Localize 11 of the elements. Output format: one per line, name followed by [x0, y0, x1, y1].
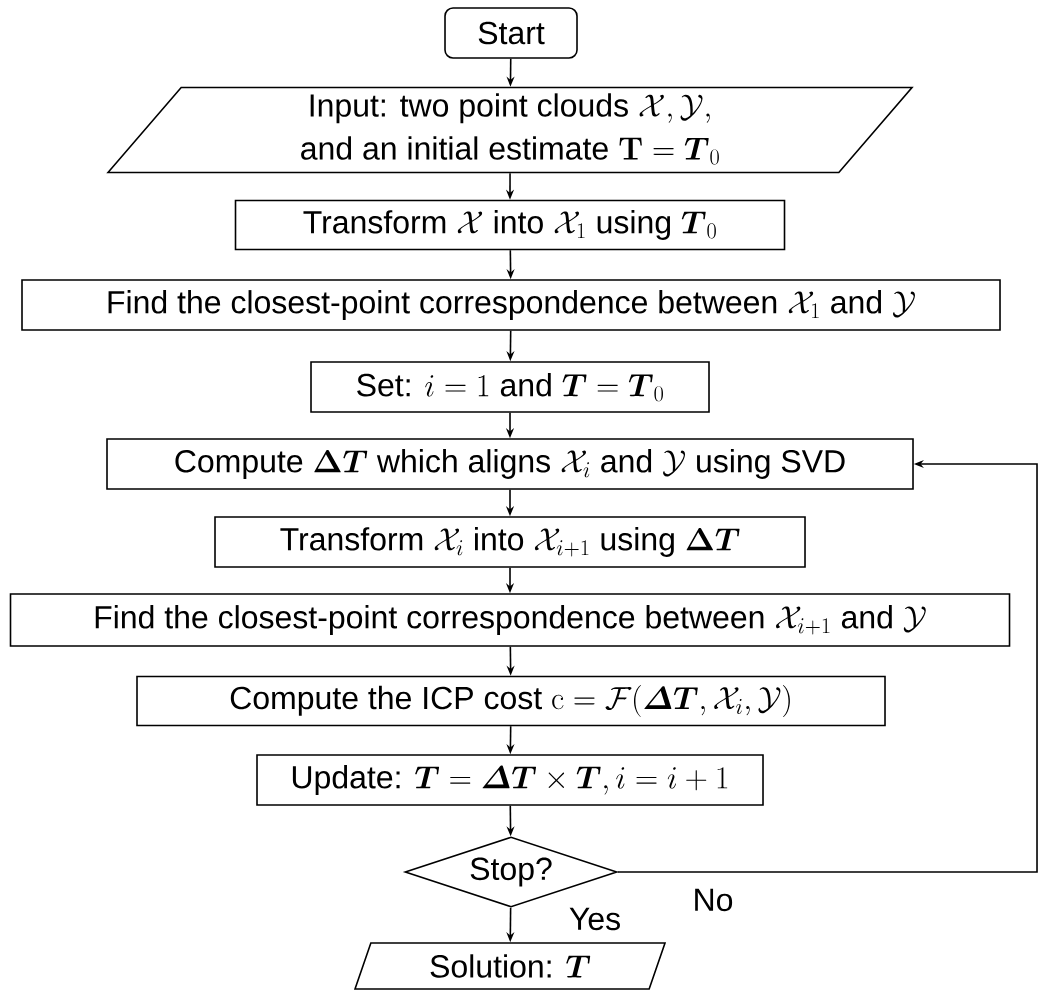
process-box: $\text{Find the closest-point correspondence between } \mathcal{X}_1 \text{ and } \mathcal{Y}$	[21, 279, 1001, 331]
process-box: $\text{Compute } \mathbf{\Delta}\boldsymbol{T} \text{ which aligns } \mathcal{X}_i \text{ and } \mathcal{Y} \text{ using SVD}$	[106, 438, 914, 490]
edge-label: No	[690, 886, 736, 914]
process-box: $\text{Update: } \boldsymbol{T} = \boldsymbol{\varDelta T} \times \boldsymbol{T}, i = i + 1$	[256, 754, 764, 806]
process-box: $\text{Compute the ICP cost } \mathrm{c} = \mathcal{F}(\boldsymbol{\varDelta T}, \mathcal{X}_i, \mathcal{Y})$	[136, 675, 886, 727]
process-box: $\text{Set: } i = 1 \text{ and } \boldsymbol{T} = \boldsymbol{T}_0$	[310, 361, 710, 413]
process-box: $\text{Transform } \mathcal{X} \text{ into } \mathcal{X}_1 \text{ using } \boldsymbol{T}_0$	[234, 199, 786, 251]
process-box: $\text{Transform } \mathcal{X}_i \text{ into } \mathcal{X}_{i+1} \text{ using } \mathbf{\Delta}\boldsymbol{T}$	[214, 516, 806, 568]
terminal-box: Start	[444, 7, 578, 59]
edge-label: Yes	[566, 905, 624, 933]
process-box: $\text{Find the closest-point correspondence between } \mathcal{X}_{i+1} \text{ and } \mathcal{Y}$	[9, 593, 1011, 647]
